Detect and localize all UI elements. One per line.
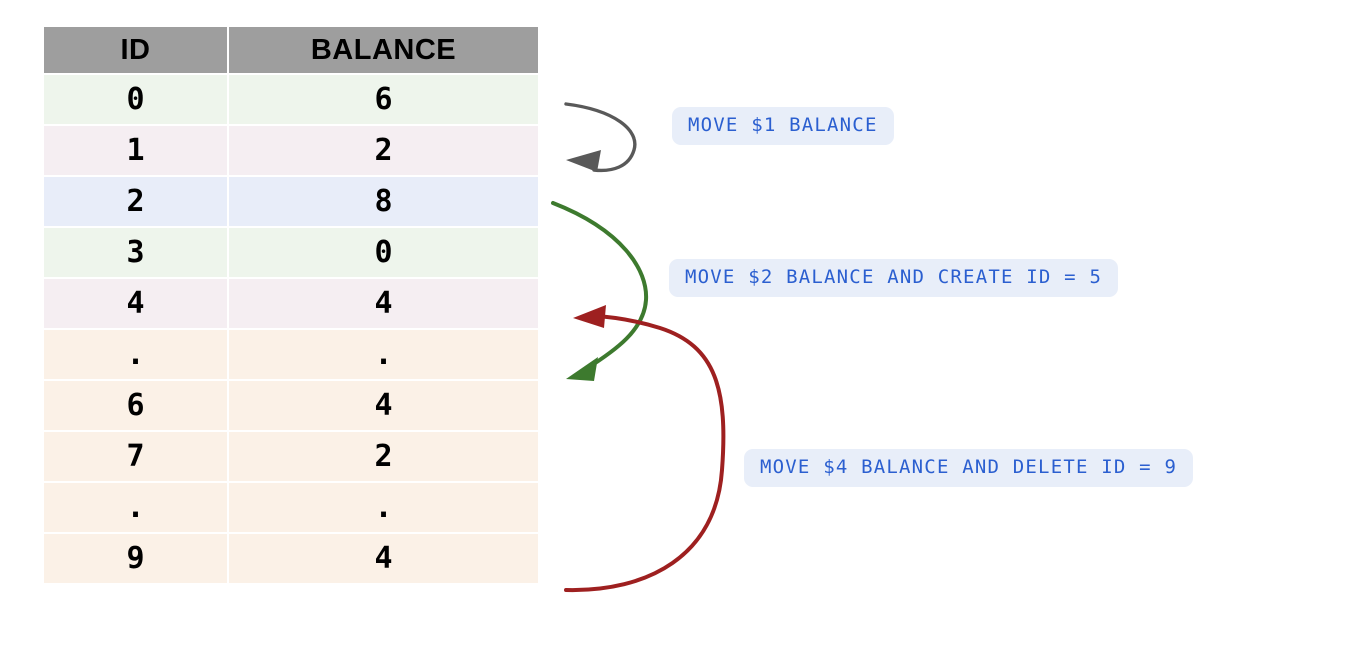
- table-header-row: ID BALANCE: [44, 27, 538, 73]
- red-curved-arrow: [564, 305, 726, 593]
- cell-id: 3: [44, 228, 227, 277]
- table-row: 3 0: [44, 228, 538, 277]
- cell-balance: 4: [229, 381, 538, 430]
- cell-balance: .: [229, 483, 538, 532]
- cell-id: 0: [44, 75, 227, 124]
- table-row: 1 2: [44, 126, 538, 175]
- table-row-ellipsis: . .: [44, 483, 538, 532]
- cell-balance: 8: [229, 177, 538, 226]
- callout-move-1-balance: MOVE $1 BALANCE: [672, 107, 894, 145]
- table-row-ellipsis: . .: [44, 330, 538, 379]
- cell-id: 7: [44, 432, 227, 481]
- callout-move-2-balance-create: MOVE $2 BALANCE AND CREATE ID = 5: [669, 259, 1119, 297]
- cell-id: 6: [44, 381, 227, 430]
- table-row: 0 6: [44, 75, 538, 124]
- cell-balance: 4: [229, 279, 538, 328]
- table-row: 6 4: [44, 381, 538, 430]
- cell-balance: 2: [229, 432, 538, 481]
- cell-id: 4: [44, 279, 227, 328]
- cell-balance: 0: [229, 228, 538, 277]
- cell-id: 1: [44, 126, 227, 175]
- table-row: 2 8: [44, 177, 538, 226]
- table-row: 4 4: [44, 279, 538, 328]
- callout-move-4-balance-delete: MOVE $4 BALANCE AND DELETE ID = 9: [744, 449, 1194, 487]
- column-header-id: ID: [44, 27, 227, 73]
- cell-id: 9: [44, 534, 227, 583]
- cell-balance: 6: [229, 75, 538, 124]
- table-row: 7 2: [44, 432, 538, 481]
- column-header-balance: BALANCE: [229, 27, 538, 73]
- cell-balance: .: [229, 330, 538, 379]
- cell-id: 2: [44, 177, 227, 226]
- table-body: 0 6 1 2 2 8 3 0 4 4 . . 6 4 7 2: [44, 75, 538, 583]
- cell-balance: 4: [229, 534, 538, 583]
- green-curved-arrow: [551, 201, 649, 381]
- cell-id: .: [44, 483, 227, 532]
- gray-curved-arrow: [564, 102, 637, 173]
- table-header: ID BALANCE: [44, 27, 538, 73]
- cell-balance: 2: [229, 126, 538, 175]
- cell-id: .: [44, 330, 227, 379]
- balance-table: ID BALANCE 0 6 1 2 2 8 3 0 4 4 . . 6: [42, 25, 540, 585]
- table-row: 9 4: [44, 534, 538, 583]
